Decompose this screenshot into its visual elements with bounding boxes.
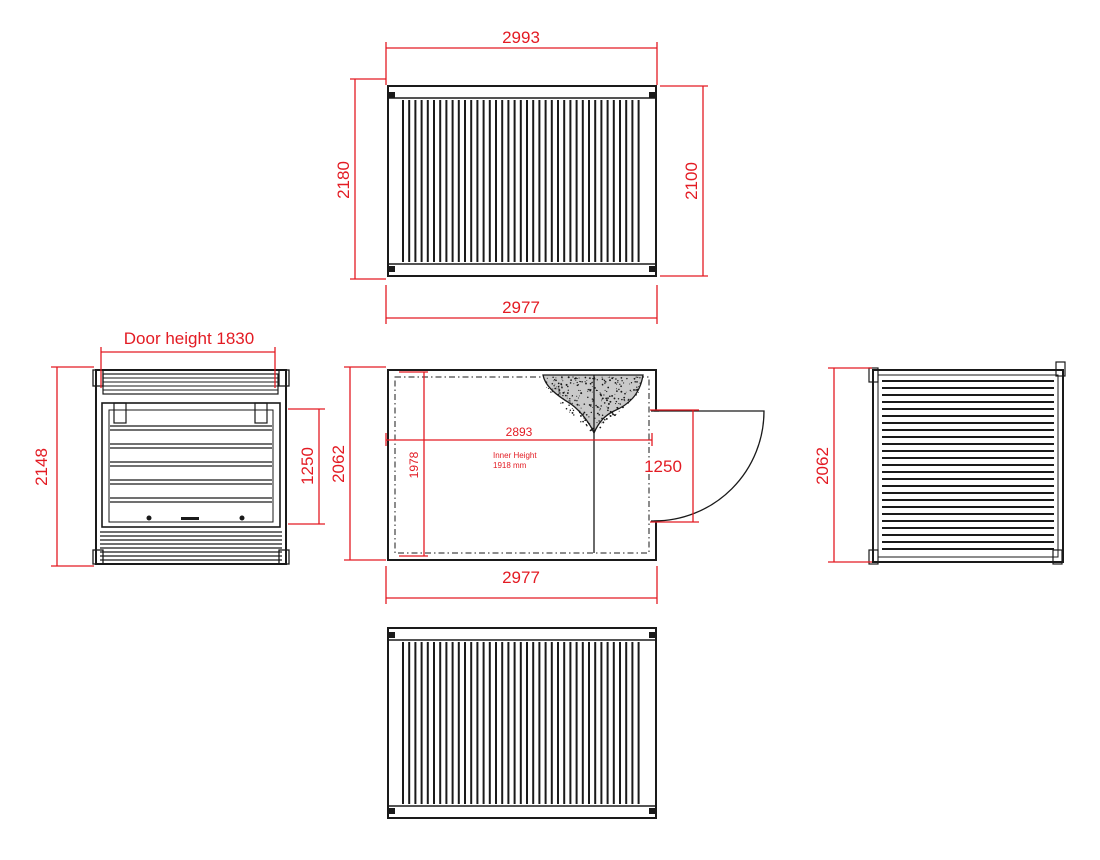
left-end-view bbox=[92, 369, 290, 565]
corrugation-lines bbox=[402, 100, 640, 262]
label-1250-end: 1250 bbox=[298, 447, 317, 485]
dimension-top-height-right: 2100 bbox=[660, 85, 708, 277]
label-inner-height: Inner Height bbox=[493, 451, 537, 460]
dimension-door-height: Door height 1830 bbox=[100, 329, 276, 388]
label-2893: 2893 bbox=[506, 425, 533, 439]
label-door-height: Door height 1830 bbox=[124, 329, 254, 348]
label-inner-height-value: 1918 mm bbox=[493, 461, 527, 470]
label-2180: 2180 bbox=[334, 161, 353, 199]
label-2977-plan: 2977 bbox=[502, 568, 540, 587]
dimension-plan-inner-width: 2893 bbox=[385, 425, 653, 446]
label-2062-right: 2062 bbox=[813, 447, 832, 485]
dimension-right-end-height: 2062 bbox=[813, 367, 872, 563]
dimension-end-door-opening: 1250 bbox=[288, 408, 325, 525]
dimension-top-height-left: 2180 bbox=[334, 78, 386, 280]
right-end-view bbox=[868, 361, 1066, 565]
louvre-lines bbox=[110, 425, 272, 503]
label-2062-plan: 2062 bbox=[329, 445, 348, 483]
label-1978: 1978 bbox=[407, 451, 421, 478]
dimension-top-width: 2993 bbox=[385, 28, 658, 85]
plan-view bbox=[387, 369, 765, 561]
label-2148: 2148 bbox=[32, 448, 51, 486]
dimension-plan-height: 2062 bbox=[329, 366, 386, 561]
corrugation-lines bbox=[402, 642, 640, 804]
bottom-elevation-view bbox=[387, 627, 657, 819]
door-swing-arc bbox=[653, 410, 765, 522]
dimension-plan-bottom-width: 2977 bbox=[385, 566, 658, 604]
dimension-top-bottom-width: 2977 bbox=[385, 285, 658, 324]
label-1250-plan: 1250 bbox=[644, 457, 682, 476]
label-2100: 2100 bbox=[682, 162, 701, 200]
dimension-plan-inner-depth: 1978 bbox=[399, 371, 428, 557]
label-2993: 2993 bbox=[502, 28, 540, 47]
dimension-end-height: 2148 bbox=[32, 366, 94, 567]
base-rib-lines bbox=[100, 531, 282, 561]
dimension-plan-door-width: 1250 bbox=[644, 409, 699, 523]
top-elevation-view bbox=[387, 85, 657, 277]
label-2977-top: 2977 bbox=[502, 298, 540, 317]
horizontal-rib-lines bbox=[882, 380, 1054, 550]
